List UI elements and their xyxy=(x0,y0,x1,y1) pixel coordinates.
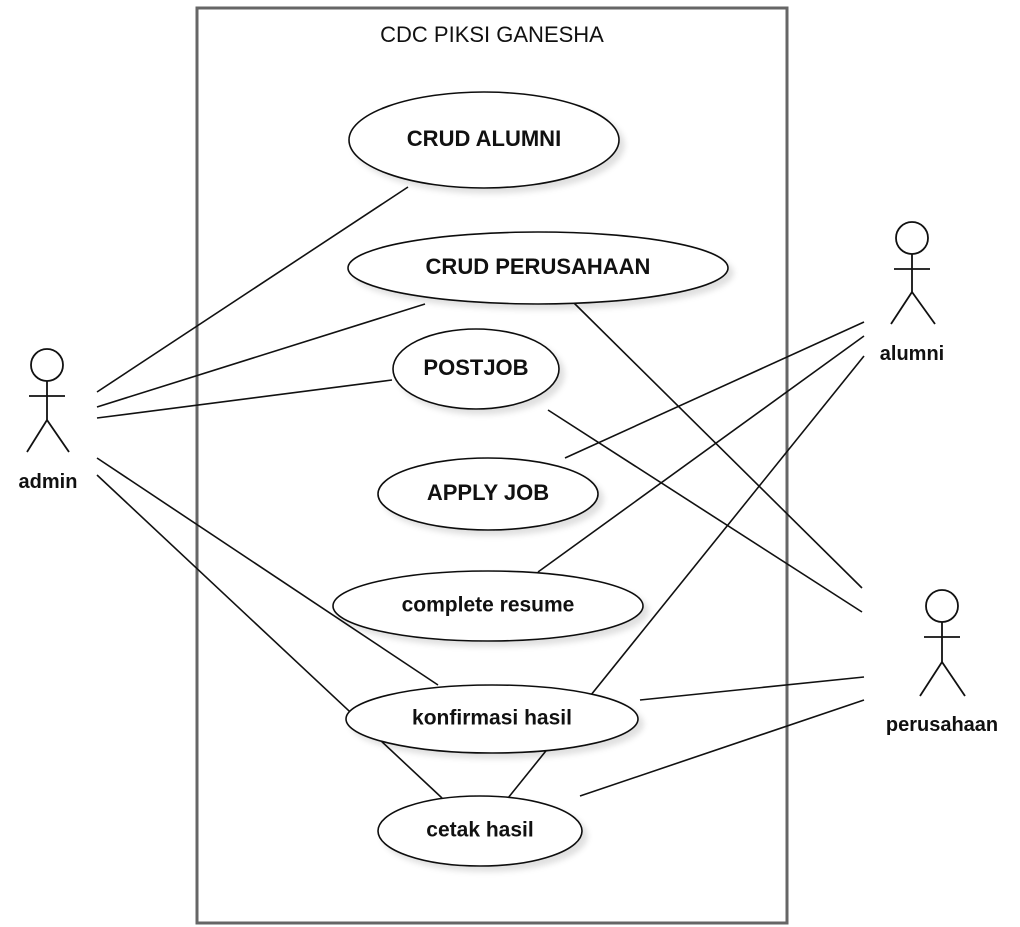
actor-leg-left xyxy=(890,291,913,325)
actor-leg-right xyxy=(941,661,966,697)
use-case-postjob[interactable]: POSTJOB xyxy=(392,328,560,410)
use-case-konfirmasi-hasil[interactable]: konfirmasi hasil xyxy=(345,684,639,754)
association-perusahaan-konfirmasi-hasil xyxy=(639,676,865,701)
associations xyxy=(96,186,865,799)
system-boundary-box xyxy=(195,6,789,925)
use-case-label: APPLY JOB xyxy=(427,480,549,505)
association-alumni-complete-resume xyxy=(537,335,865,573)
system-title: CDC PIKSI GANESHA xyxy=(380,22,604,47)
use-case-label: cetak hasil xyxy=(426,819,533,842)
use-case-label: POSTJOB xyxy=(423,355,528,380)
association-perusahaan-crud-perusahaan xyxy=(573,302,863,589)
system-boundary: CDC PIKSI GANESHA xyxy=(195,6,789,925)
actor-leg-left xyxy=(26,419,48,453)
association-admin-konfirmasi-hasil xyxy=(96,457,439,686)
actor-head-icon xyxy=(895,221,929,255)
use-case-label: CRUD PERUSAHAAN xyxy=(426,254,651,279)
use-case-label: complete resume xyxy=(402,594,575,617)
actor-label: alumni xyxy=(880,343,944,365)
association-admin-postjob xyxy=(96,379,393,419)
actor-alumni[interactable]: alumni xyxy=(880,221,944,365)
association-perusahaan-postjob xyxy=(547,409,863,613)
association-admin-crud-perusahaan xyxy=(96,303,426,408)
actor-perusahaan[interactable]: perusahaan xyxy=(886,589,998,736)
use-case-label: CRUD ALUMNI xyxy=(407,126,561,151)
actor-leg-right xyxy=(911,291,936,325)
actor-head-icon xyxy=(925,589,959,623)
actor-leg-right xyxy=(46,419,70,453)
use-case-crud-perusahaan[interactable]: CRUD PERUSAHAAN xyxy=(347,231,729,305)
association-admin-cetak-hasil xyxy=(96,474,443,799)
use-case-complete-resume[interactable]: complete resume xyxy=(332,570,644,642)
actor-admin[interactable]: admin xyxy=(19,348,78,493)
use-case-cetak-hasil[interactable]: cetak hasil xyxy=(377,795,583,867)
use-case-apply-job[interactable]: APPLY JOB xyxy=(377,457,599,531)
actor-label: admin xyxy=(19,471,78,493)
actor-head-icon xyxy=(30,348,64,382)
association-perusahaan-cetak-hasil xyxy=(579,699,865,797)
actor-label: perusahaan xyxy=(886,714,998,736)
use-case-label: konfirmasi hasil xyxy=(412,707,572,730)
association-alumni-apply-job xyxy=(564,321,865,459)
use-cases: CRUD ALUMNI CRUD PERUSAHAAN POSTJOB APPL… xyxy=(332,91,729,867)
actor-leg-left xyxy=(919,661,943,697)
association-admin-crud-alumni xyxy=(96,186,409,393)
use-case-crud-alumni[interactable]: CRUD ALUMNI xyxy=(348,91,620,189)
